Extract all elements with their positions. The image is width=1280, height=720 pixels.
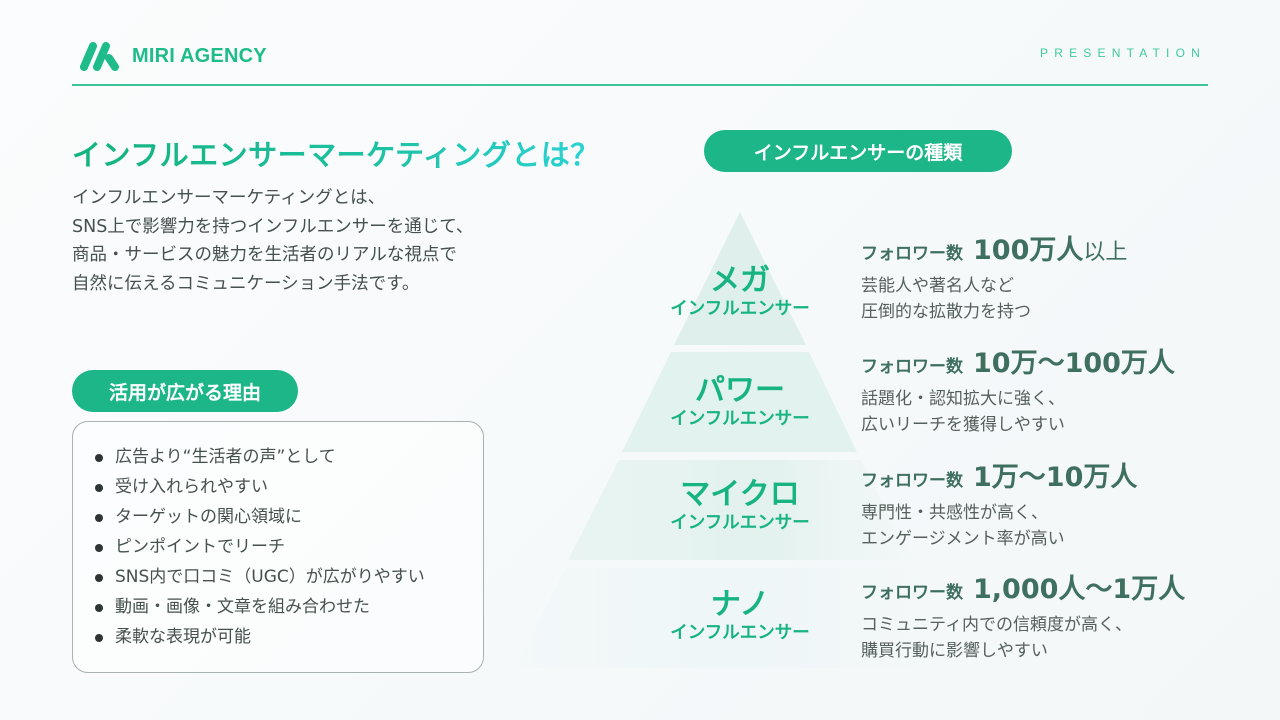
- list-item: ターゲットの関心領域に: [95, 502, 483, 532]
- tier-desc-mega: フォロワー数 100万人 以上 芸能人や著名人など 圧倒的な拡散力を持つ: [861, 228, 1261, 325]
- list-item-text: 広告より“生活者の声”として: [115, 447, 336, 467]
- tier-desc-nano: フォロワー数 1,000人～1万人 コミュニティ内での信頼度が高く、 購買行動に…: [861, 567, 1261, 664]
- list-item: ピンポイントでリーチ: [95, 532, 483, 562]
- page-title: インフルエンサーマーケティングとは？: [72, 132, 600, 174]
- bullet-icon: [95, 544, 103, 552]
- description-line: 購買行動に影響しやすい: [861, 641, 1048, 661]
- reasons-heading-pill: 活用が広がる理由: [72, 370, 298, 412]
- follower-range: 1万～10万人: [973, 462, 1138, 493]
- tier-description: コミュニティ内での信頼度が高く、 購買行動に影響しやすい: [861, 612, 1261, 664]
- list-item: 広告より“生活者の声”として: [95, 442, 483, 472]
- follower-count: フォロワー数 1,000人～1万人: [861, 567, 1261, 606]
- follower-range: 100万人: [973, 235, 1084, 266]
- tier-description: 専門性・共感性が高く、 エンゲージメント率が高い: [861, 500, 1261, 552]
- intro-line: 商品・サービスの魅力を生活者のリアルな視点で: [72, 245, 457, 265]
- bullet-icon: [95, 454, 103, 462]
- follower-count: フォロワー数 100万人 以上: [861, 228, 1261, 267]
- intro-line: 自然に伝えるコミュニケーション手法です。: [72, 273, 420, 294]
- follower-count: フォロワー数 10万～100万人: [861, 341, 1261, 380]
- follower-range-suffix: 以上: [1083, 240, 1128, 265]
- brand-logo: MIRI AGENCY: [78, 40, 267, 72]
- types-heading-pill: インフルエンサーの種類: [704, 130, 1012, 172]
- tier-sub: インフルエンサー: [670, 623, 810, 643]
- description-line: 芸能人や著名人など: [861, 276, 1014, 296]
- follower-range: 1,000人～1万人: [973, 574, 1186, 605]
- list-item-text: SNS内で口コミ（UGC）が広がりやすい: [115, 567, 425, 587]
- list-item: 受け入れられやすい: [95, 472, 483, 502]
- bullet-icon: [95, 514, 103, 522]
- intro-line: インフルエンサーマーケティングとは、: [72, 188, 386, 208]
- intro-line: SNS上で影響力を持つインフルエンサーを通じて、: [72, 216, 474, 237]
- list-item-text: 受け入れられやすい: [115, 477, 268, 497]
- follower-range: 10万～100万人: [973, 348, 1175, 379]
- list-item-text: ターゲットの関心領域に: [115, 507, 302, 527]
- header-divider: [72, 84, 1208, 86]
- reasons-box: 広告より“生活者の声”として 受け入れられやすい ターゲットの関心領域に ピンポ…: [72, 421, 484, 673]
- bullet-icon: [95, 634, 103, 642]
- list-item: 柔軟な表現が可能: [95, 622, 483, 652]
- description-line: コミュニティ内での信頼度が高く、: [861, 615, 1132, 635]
- description-line: 広いリーチを獲得しやすい: [861, 415, 1065, 435]
- tier-description: 芸能人や著名人など 圧倒的な拡散力を持つ: [861, 273, 1261, 325]
- list-item: SNS内で口コミ（UGC）が広がりやすい: [95, 562, 483, 592]
- reasons-list: 広告より“生活者の声”として 受け入れられやすい ターゲットの関心領域に ピンポ…: [95, 442, 483, 652]
- brand-name: MIRI AGENCY: [132, 44, 267, 67]
- tier-label-nano: ナノ インフルエンサー: [640, 588, 840, 644]
- tier-name: マイクロ: [680, 477, 800, 512]
- follower-count: フォロワー数 1万～10万人: [861, 455, 1261, 494]
- tier-name: メガ: [710, 263, 770, 298]
- tier-desc-power: フォロワー数 10万～100万人 話題化・認知拡大に強く、 広いリーチを獲得しや…: [861, 341, 1261, 438]
- tier-sub: インフルエンサー: [670, 513, 810, 533]
- presentation-tagline: PRESENTATION: [1040, 46, 1206, 60]
- list-item-text: ピンポイントでリーチ: [115, 537, 285, 557]
- bullet-icon: [95, 604, 103, 612]
- intro-paragraph: インフルエンサーマーケティングとは、 SNS上で影響力を持つインフルエンサーを通…: [72, 184, 473, 298]
- follower-label: フォロワー数: [861, 583, 963, 603]
- brand-m-logo-icon: [80, 42, 119, 71]
- description-line: 専門性・共感性が高く、: [861, 503, 1048, 523]
- list-item: 動画・画像・文章を組み合わせた: [95, 592, 483, 622]
- bullet-icon: [95, 574, 103, 582]
- list-item-text: 動画・画像・文章を組み合わせた: [115, 597, 370, 617]
- bullet-icon: [95, 484, 103, 492]
- tier-sub: インフルエンサー: [670, 409, 810, 429]
- description-line: 話題化・認知拡大に強く、: [861, 389, 1065, 409]
- tier-sub: インフルエンサー: [670, 299, 810, 319]
- tier-desc-micro: フォロワー数 1万～10万人 専門性・共感性が高く、 エンゲージメント率が高い: [861, 455, 1261, 552]
- list-item-text: 柔軟な表現が可能: [115, 627, 251, 647]
- tier-label-mega: メガ インフルエンサー: [640, 264, 840, 320]
- tier-label-micro: マイクロ インフルエンサー: [640, 478, 840, 534]
- follower-label: フォロワー数: [861, 471, 963, 491]
- description-line: 圧倒的な拡散力を持つ: [861, 302, 1031, 322]
- tier-label-power: パワー インフルエンサー: [640, 374, 840, 430]
- follower-label: フォロワー数: [861, 244, 963, 264]
- tier-description: 話題化・認知拡大に強く、 広いリーチを獲得しやすい: [861, 386, 1261, 438]
- header: MIRI AGENCY PRESENTATION: [72, 38, 1208, 86]
- tier-name: パワー: [695, 373, 785, 408]
- tier-name: ナノ: [710, 587, 770, 622]
- description-line: エンゲージメント率が高い: [861, 529, 1065, 549]
- follower-label: フォロワー数: [861, 357, 963, 377]
